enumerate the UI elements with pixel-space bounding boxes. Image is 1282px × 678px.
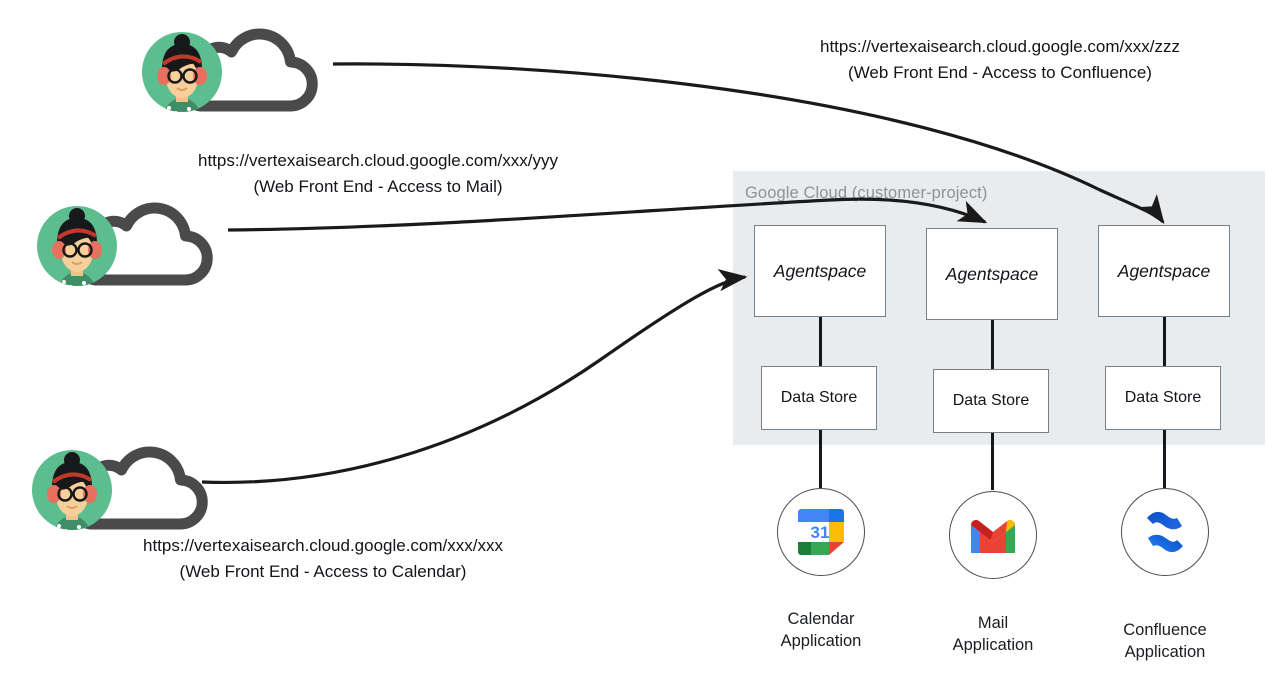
connector-agentspace-datastore-mail bbox=[991, 315, 995, 371]
url-text: https://vertexaisearch.cloud.google.com/… bbox=[198, 151, 558, 170]
url-description: (Web Front End - Access to Confluence) bbox=[848, 63, 1152, 83]
url-text: https://vertexaisearch.cloud.google.com/… bbox=[820, 37, 1180, 56]
agentspace-box-mail[interactable]: Agentspace bbox=[926, 228, 1058, 320]
url-description: (Web Front End - Access to Calendar) bbox=[179, 562, 467, 582]
agentspace-label: Agentspace bbox=[945, 263, 1039, 284]
connector-agentspace-datastore-confluence bbox=[1163, 310, 1167, 368]
confluence-icon bbox=[1147, 511, 1183, 553]
connector-datastore-app-mail bbox=[991, 428, 995, 490]
agentspace-box-confluence[interactable]: Agentspace bbox=[1098, 225, 1230, 317]
app-label-calendar: Calendar Application bbox=[780, 610, 862, 650]
datastore-box-confluence[interactable]: Data Store bbox=[1105, 366, 1221, 430]
app-label-mail: Mail Application bbox=[952, 614, 1034, 654]
gmail-icon bbox=[971, 520, 1015, 553]
url-description: (Web Front End - Access to Mail) bbox=[253, 177, 503, 197]
agentspace-box-calendar[interactable]: Agentspace bbox=[754, 225, 886, 317]
user-cloud-confluence bbox=[140, 24, 340, 120]
user-avatar-icon bbox=[37, 206, 117, 286]
url-caption-calendar: https://vertexaisearch.cloud.google.com/… bbox=[113, 533, 533, 586]
url-caption-confluence: https://vertexaisearch.cloud.google.com/… bbox=[800, 34, 1200, 87]
datastore-box-calendar[interactable]: Data Store bbox=[761, 366, 877, 430]
arrow-calendar-user bbox=[201, 269, 748, 485]
datastore-box-mail[interactable]: Data Store bbox=[933, 369, 1049, 433]
datastore-label: Data Store bbox=[780, 389, 858, 406]
user-cloud-mail bbox=[35, 198, 235, 294]
connector-agentspace-datastore-calendar bbox=[819, 310, 823, 368]
user-cloud-calendar bbox=[30, 442, 230, 538]
datastore-label: Data Store bbox=[1124, 389, 1202, 406]
url-text: https://vertexaisearch.cloud.google.com/… bbox=[143, 536, 503, 555]
app-circle-calendar[interactable]: 31 bbox=[777, 488, 865, 576]
svg-text:31: 31 bbox=[811, 523, 830, 542]
datastore-label: Data Store bbox=[952, 392, 1030, 409]
app-circle-mail[interactable] bbox=[949, 491, 1037, 579]
agentspace-label: Agentspace bbox=[773, 260, 867, 281]
app-label-confluence: Confluence Application bbox=[1123, 621, 1207, 661]
google-calendar-icon: 31 bbox=[798, 509, 844, 555]
connector-datastore-app-calendar bbox=[819, 425, 823, 488]
google-cloud-container-label: Google Cloud (customer-project) bbox=[745, 184, 988, 202]
user-avatar-icon bbox=[32, 450, 112, 530]
connector-datastore-app-confluence bbox=[1163, 425, 1167, 488]
url-caption-mail: https://vertexaisearch.cloud.google.com/… bbox=[178, 148, 578, 201]
agentspace-label: Agentspace bbox=[1117, 260, 1211, 281]
app-circle-confluence[interactable] bbox=[1121, 488, 1209, 576]
